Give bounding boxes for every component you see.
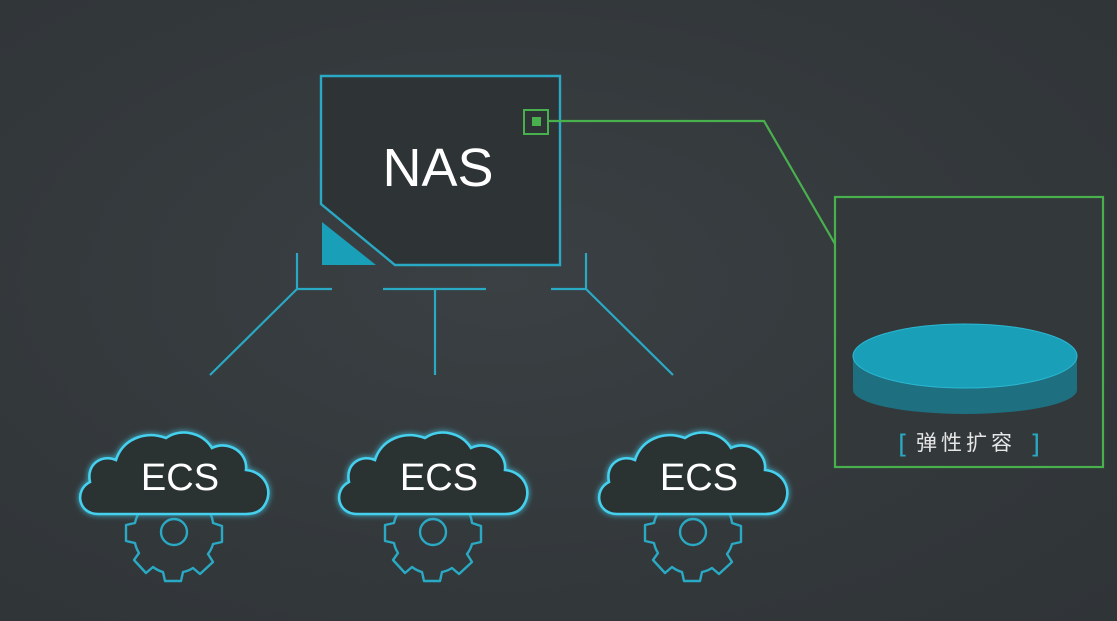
nas-corner-accent: [322, 222, 376, 265]
bracket-close: ]: [1030, 430, 1040, 460]
nas-label: NAS: [382, 138, 493, 198]
nas-box: NAS: [319, 74, 562, 267]
callout-line: [548, 119, 836, 245]
connector-right-diagonal: [585, 288, 674, 376]
panel-caption: 弹性扩容: [916, 431, 1016, 455]
elastic-expansion-panel: [ 弹性扩容 ]: [833, 195, 1105, 469]
ecs-label-3: ECS: [660, 457, 738, 499]
ecs-label-2: ECS: [400, 457, 478, 499]
ecs-node-2: ECS: [337, 431, 529, 583]
nas-connectors: [209, 253, 674, 376]
ecs-label-1: ECS: [141, 457, 219, 499]
bracket-open: [: [898, 430, 908, 460]
connector-left-diagonal: [209, 288, 298, 376]
ecs-node-1: ECS: [78, 431, 270, 583]
nas-chip-inner: [532, 117, 541, 126]
ecs-node-3: ECS: [597, 431, 789, 583]
disk-icon: [852, 323, 1078, 414]
